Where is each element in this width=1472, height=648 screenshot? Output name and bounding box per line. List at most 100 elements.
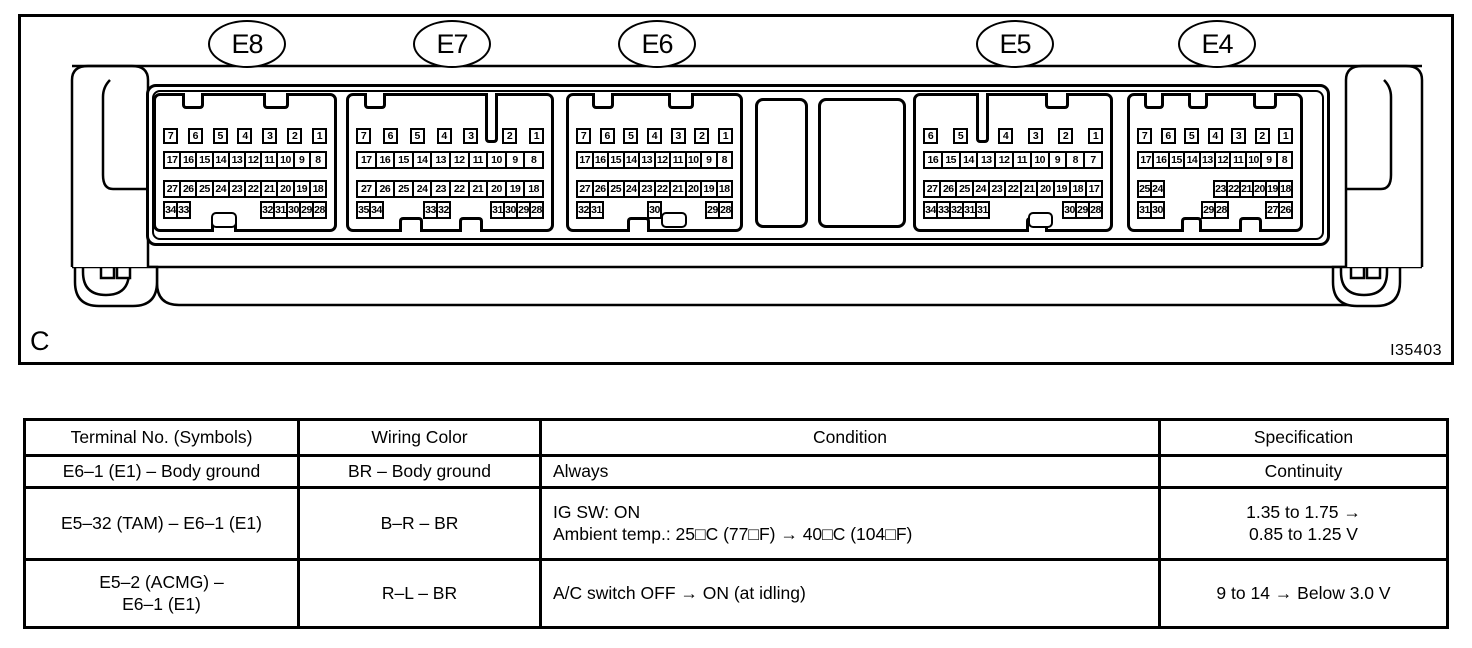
pin-group: 1 bbox=[311, 128, 327, 144]
cell-line: IG SW: ON bbox=[553, 502, 641, 523]
cell-line: A/C switch OFF → ON (at idling) bbox=[553, 582, 806, 603]
cell-terminal: E5–32 (TAM) – E6–1 (E1) bbox=[26, 486, 297, 558]
pin-e8-28: 28 bbox=[312, 201, 327, 219]
pin-e8-7: 7 bbox=[163, 128, 178, 144]
pin-e8-12: 12 bbox=[244, 151, 263, 169]
keyway-notch bbox=[1144, 93, 1164, 109]
pin-group: 4 bbox=[646, 128, 662, 144]
keyway-notch bbox=[1188, 93, 1208, 109]
pin-e7-28: 28 bbox=[529, 201, 544, 219]
pin-e7-23: 23 bbox=[430, 180, 451, 198]
pin-e7-19: 19 bbox=[504, 180, 526, 198]
pin-e7-4: 4 bbox=[436, 128, 452, 144]
pin-group: 6 bbox=[599, 128, 615, 144]
pin-e8-27: 27 bbox=[163, 180, 182, 198]
cell-line: BR – Body ground bbox=[347, 460, 491, 481]
bottom-notch bbox=[459, 217, 483, 232]
cell-wiring_color: BR – Body ground bbox=[297, 454, 539, 486]
pin-group: 1 bbox=[1088, 128, 1103, 144]
pin-e7-11: 11 bbox=[467, 151, 489, 169]
keyway-notch bbox=[668, 93, 694, 109]
pin-e8-6: 6 bbox=[187, 128, 203, 144]
pin-e7-21: 21 bbox=[467, 180, 489, 198]
pin-e7-35: 35 bbox=[356, 201, 371, 219]
connector-label-e5: E5 bbox=[976, 20, 1054, 68]
pin-e5-31: 31 bbox=[975, 201, 990, 219]
keyway-notch bbox=[364, 93, 386, 109]
pin-e5-28: 28 bbox=[1088, 201, 1103, 219]
latch-tab bbox=[1028, 212, 1053, 228]
pin-e7-6: 6 bbox=[382, 128, 398, 144]
cell-line: E6–1 (E1) bbox=[122, 593, 201, 614]
pin-e8-22: 22 bbox=[244, 180, 263, 198]
pin-e5-4: 4 bbox=[998, 128, 1013, 144]
pin-e7-3: 3 bbox=[463, 128, 479, 144]
pin-group: 4 bbox=[1207, 128, 1223, 144]
connector-label-e4: E4 bbox=[1178, 20, 1256, 68]
pin-e7-34: 34 bbox=[369, 201, 384, 219]
cell-line: 9 to 14 → Below 3.0 V bbox=[1216, 582, 1391, 603]
pin-e8-33: 33 bbox=[176, 201, 191, 219]
keyway-notch bbox=[263, 93, 289, 109]
pin-e4-7: 7 bbox=[1137, 128, 1152, 144]
cell-line: B–R – BR bbox=[380, 512, 459, 533]
bottom-notch bbox=[399, 217, 423, 232]
pin-group: 4 bbox=[998, 128, 1013, 144]
cell-line: R–L – BR bbox=[381, 582, 458, 603]
pin-group: 4 bbox=[237, 128, 253, 144]
pin-e7-12: 12 bbox=[448, 151, 470, 169]
pin-e8-1: 1 bbox=[311, 128, 327, 144]
pin-e4-2: 2 bbox=[1254, 128, 1270, 144]
cell-condition: A/C switch OFF → ON (at idling) bbox=[539, 558, 1158, 626]
cell-terminal: E5–2 (ACMG) –E6–1 (E1) bbox=[26, 558, 297, 626]
pin-group: 5 bbox=[409, 128, 425, 144]
keyway-notch bbox=[182, 93, 204, 109]
pin-e8-3: 3 bbox=[262, 128, 278, 144]
cell-line: 1.35 to 1.75 → bbox=[1246, 502, 1361, 523]
blank-connector-slot bbox=[818, 98, 906, 228]
pin-group: 2 bbox=[287, 128, 303, 144]
connector-label-e6: E6 bbox=[618, 20, 696, 68]
pin-e7-9: 9 bbox=[504, 151, 526, 169]
pin-e7-17: 17 bbox=[356, 151, 377, 169]
pin-e6-1: 1 bbox=[717, 128, 733, 144]
pin-e7-27: 27 bbox=[356, 180, 377, 198]
cell-line: E6–1 (E1) – Body ground bbox=[62, 460, 261, 481]
pin-e5-7: 7 bbox=[1083, 151, 1103, 169]
pin-group: 2 bbox=[1058, 128, 1073, 144]
pin-group: 7 bbox=[356, 128, 371, 144]
pin-e6-4: 4 bbox=[646, 128, 662, 144]
pin-e7-1: 1 bbox=[528, 128, 544, 144]
cell-specification: 1.35 to 1.75 →0.85 to 1.25 V bbox=[1158, 486, 1446, 558]
pin-group: 2 bbox=[1254, 128, 1270, 144]
pin-group: 1 bbox=[1278, 128, 1293, 144]
bottom-notch bbox=[627, 217, 650, 232]
pin-group: 7 bbox=[163, 128, 178, 144]
cell-line: E5–32 (TAM) – E6–1 (E1) bbox=[60, 512, 262, 533]
col-header-condition: Condition bbox=[539, 421, 1158, 454]
pin-e6-8: 8 bbox=[715, 151, 733, 169]
pin-group: 6 bbox=[923, 128, 938, 144]
cell-line: Always bbox=[553, 460, 609, 481]
pin-e5-5: 5 bbox=[953, 128, 968, 144]
pin-group: 3 bbox=[463, 128, 479, 144]
cell-line: Ambient temp.: 25□C (77□F) → 40□C (104□F… bbox=[553, 523, 913, 544]
